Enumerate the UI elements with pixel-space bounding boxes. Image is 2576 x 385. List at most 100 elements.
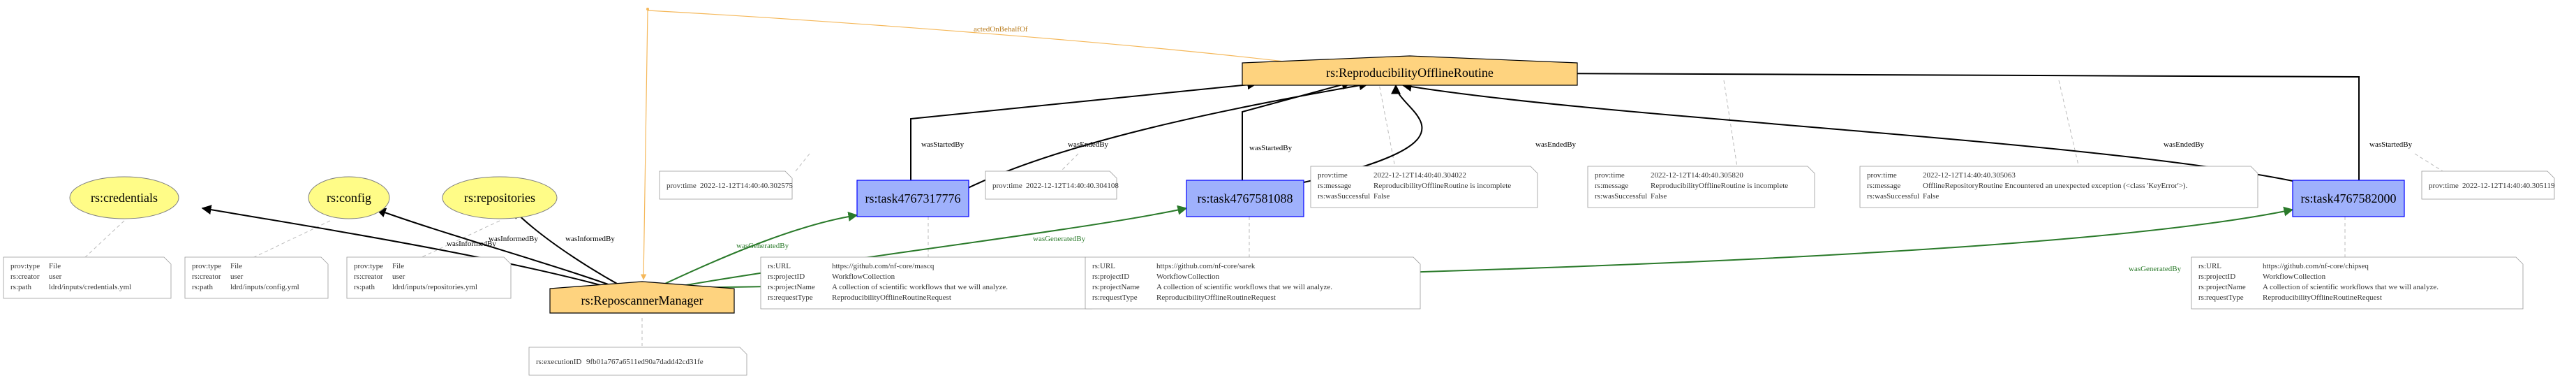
- note-key: rs:path: [192, 283, 213, 291]
- note-key: prov:time: [2429, 182, 2459, 190]
- note-key: rs:URL: [1092, 262, 1115, 270]
- entity-repositories[interactable]: rs:repositories: [442, 176, 558, 219]
- note-value: ReproducibilityOfflineRoutineRequest: [2263, 293, 2382, 302]
- note-key: prov:time: [1867, 171, 1897, 180]
- note-value: OfflineRepositoryRoutine Encountered an …: [1923, 182, 2188, 190]
- note-value: 2022-12-12T14:40:40.302575: [700, 182, 793, 190]
- note-key: prov:type: [192, 262, 221, 270]
- activity-task3[interactable]: rs:task4767582000: [2292, 180, 2405, 217]
- note-value: File: [49, 262, 61, 270]
- multi-line-notes: prov:time 2022-12-12T14:40:40.304022 rs:me…: [3, 166, 2524, 310]
- note-value: 9fb01a767a6511ed90a7dadd42cd31fe: [586, 358, 703, 366]
- label-task2-ended: wasEndedBy: [1535, 140, 1577, 149]
- acted-on-behalf-of-edge: actedOnBehalfOf: [640, 8, 1285, 280]
- note-value: ReproducibilityOfflineRoutine is incompl…: [1651, 182, 1788, 190]
- note-value: WorkflowCollection: [2263, 273, 2326, 281]
- note-key: prov:type: [354, 262, 383, 270]
- activity-task3-label: rs:task4767582000: [2301, 191, 2397, 205]
- label-was-generated-by-3: wasGeneratedBy: [2129, 265, 2182, 273]
- note-task3-start: prov:time 2022-12-12T14:40:40.305119: [2421, 170, 2555, 200]
- note-value: ldrd/inputs/config.yml: [230, 283, 299, 291]
- note-task1-start: prov:time 2022-12-12T14:40:40.302575: [659, 170, 793, 200]
- entity-credentials[interactable]: rs:credentials: [69, 176, 179, 219]
- note-key: rs:projectName: [768, 283, 815, 291]
- note-value: user: [392, 273, 405, 281]
- note-value: A collection of scientific workflows tha…: [1156, 283, 1332, 291]
- entity-config[interactable]: rs:config: [308, 176, 390, 219]
- activity-task2-label: rs:task4767581088: [1198, 191, 1293, 205]
- note-key: rs:wasSuccessful: [1318, 192, 1370, 201]
- note-task1: rs:URL https://github.com/nf-core/mascq rs…: [760, 256, 1093, 310]
- agent-manager-label: rs:ReposcannerManager: [581, 293, 703, 307]
- label-was-informed-by-3: wasInformedBy: [565, 235, 615, 243]
- note-value: user: [230, 273, 244, 281]
- activity-task1-label: rs:task4767317776: [865, 191, 961, 205]
- note-key: rs:projectID: [768, 273, 805, 281]
- note-value: 2022-12-12T14:40:40.304108: [1026, 182, 1119, 190]
- note-t2-start: prov:time 2022-12-12T14:40:40.305820 rs:me…: [1587, 166, 1815, 208]
- label-was-generated-by-1: wasGeneratedBy: [736, 242, 789, 250]
- activity-task2[interactable]: rs:task4767581088: [1186, 180, 1304, 217]
- note-t2-end: prov:time 2022-12-12T14:40:40.304022 rs:me…: [1310, 166, 1538, 208]
- note-key: rs:URL: [768, 262, 791, 270]
- note-value: False: [1373, 192, 1390, 201]
- note-key: prov:time: [1595, 171, 1625, 180]
- note-key: rs:requestType: [768, 293, 813, 302]
- note-key: prov:time: [992, 182, 1022, 190]
- note-value: ldrd/inputs/credentials.yml: [49, 283, 131, 291]
- note-key: prov:type: [10, 262, 40, 270]
- label-task1-ended: wasEndedBy: [1068, 140, 1109, 149]
- note-key: rs:creator: [354, 273, 383, 281]
- label-was-generated-by-2: wasGeneratedBy: [1033, 235, 1086, 243]
- note-key: rs:URL: [2198, 262, 2221, 270]
- note-value: False: [1651, 192, 1667, 201]
- entity-repositories-label: rs:repositories: [464, 191, 535, 205]
- label-was-informed-by-1: wasInformedBy: [447, 240, 496, 248]
- note-value: 2022-12-12T14:40:40.304022: [1373, 171, 1466, 180]
- entity-credentials-label: rs:credentials: [91, 191, 158, 205]
- note-key: prov:time: [667, 182, 697, 190]
- note-key: prov:time: [1318, 171, 1348, 180]
- note-value: File: [230, 262, 242, 270]
- note-key: rs:creator: [192, 273, 221, 281]
- entity-config-label: rs:config: [327, 191, 371, 205]
- note-key: rs:message: [1595, 182, 1628, 190]
- note-manager: rs:executionID 9fb01a767a6511ed90a7dadd4…: [528, 347, 747, 376]
- note-key: rs:projectID: [2198, 273, 2235, 281]
- note-value: ReproducibilityOfflineRoutine is incompl…: [1373, 182, 1511, 190]
- note-key: rs:creator: [10, 273, 40, 281]
- note-value: 2022-12-12T14:40:40.305820: [1651, 171, 1743, 180]
- note-key: rs:message: [1318, 182, 1351, 190]
- note-config: prov:type File rs:creator user rs:path ldrd/i…: [184, 256, 329, 299]
- note-value: 2022-12-12T14:40:40.305063: [1923, 171, 2016, 180]
- note-key: rs:wasSuccessful: [1867, 192, 1919, 201]
- agent-routine-label: rs:ReproducibilityOfflineRoutine: [1326, 66, 1494, 80]
- note-task3: rs:URL https://github.com/nf-core/chipseq…: [2191, 256, 2524, 310]
- label-acted-on-behalf-of: actedOnBehalfOf: [974, 25, 1028, 34]
- note-key: rs:requestType: [2198, 293, 2244, 302]
- agent-reposcanner-manager[interactable]: rs:ReposcannerManager: [549, 281, 735, 314]
- note-value: ReproducibilityOfflineRoutineRequest: [832, 293, 951, 302]
- agent-reproducibility-offline-routine[interactable]: rs:ReproducibilityOfflineRoutine: [1242, 55, 1578, 86]
- note-key: rs:projectID: [1092, 273, 1129, 281]
- note-value: https://github.com/nf-core/chipseq: [2263, 262, 2369, 270]
- note-key: rs:projectName: [2198, 283, 2246, 291]
- note-task1-end: prov:time 2022-12-12T14:40:40.304108: [985, 170, 1119, 200]
- note-key: rs:requestType: [1092, 293, 1138, 302]
- note-key: rs:executionID: [536, 358, 581, 366]
- note-t3-end: prov:time 2022-12-12T14:40:40.305063 rs:me…: [1859, 166, 2258, 208]
- note-value: WorkflowCollection: [1156, 273, 1220, 281]
- note-key: rs:message: [1867, 182, 1900, 190]
- note-value: user: [49, 273, 62, 281]
- label-task3-started: wasStartedBy: [2369, 140, 2413, 149]
- label-was-informed-by-2: wasInformedBy: [489, 235, 538, 243]
- note-value: 2022-12-12T14:40:40.305119: [2462, 182, 2555, 190]
- note-value: A collection of scientific workflows tha…: [2263, 283, 2439, 291]
- note-value: https://github.com/nf-core/mascq: [832, 262, 935, 270]
- was-generated-by-edges: wasGeneratedBy wasGeneratedBy wasGenerat…: [655, 205, 2294, 289]
- note-value: WorkflowCollection: [832, 273, 895, 281]
- activity-task1[interactable]: rs:task4767317776: [856, 180, 969, 217]
